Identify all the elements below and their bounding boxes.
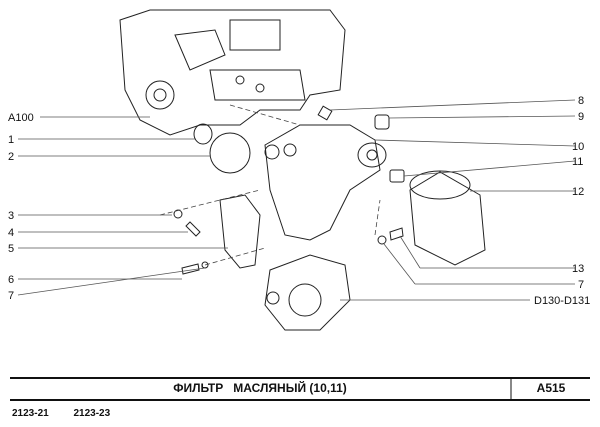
- plug-9: [374, 114, 390, 130]
- label-7-left: 7: [8, 290, 14, 302]
- label-6: 6: [8, 274, 14, 286]
- oil-filter-12: [409, 170, 486, 266]
- diagram-code: A515: [536, 381, 566, 395]
- label-2: 2: [8, 151, 14, 163]
- plug-8: [317, 105, 333, 121]
- label-5: 5: [8, 243, 14, 255]
- label-12: 12: [572, 186, 584, 198]
- washer-3: [173, 209, 183, 219]
- label-a100: A100: [8, 112, 34, 124]
- plate-5: [219, 194, 261, 269]
- label-9: 9: [578, 111, 584, 123]
- bolt-6: [181, 263, 200, 275]
- engine-block-drawing: [119, 9, 346, 136]
- label-13: 13: [572, 263, 584, 275]
- phantom-lines: [159, 104, 381, 266]
- fitting-11: [389, 169, 405, 183]
- label-8: 8: [578, 95, 584, 107]
- label-11: 11: [572, 156, 583, 168]
- label-3: 3: [8, 210, 14, 222]
- leader-lines: [17, 99, 576, 301]
- power-steering-pump-drawing: [264, 254, 351, 331]
- label-7-right: 7: [578, 279, 584, 291]
- filter-bracket-10: [264, 124, 381, 241]
- label-4: 4: [8, 227, 14, 239]
- label-d130-d131: D130-D131: [534, 295, 590, 307]
- model-codes: 2123-21 2123-23: [12, 408, 132, 419]
- bolt-4: [185, 221, 201, 237]
- bolt-13: [389, 227, 404, 241]
- washer-7b: [377, 235, 387, 245]
- model-code: 2123-21: [12, 408, 49, 419]
- seal-ring-1: [193, 123, 213, 145]
- o-ring-2: [209, 132, 251, 174]
- diagram-title: ФИЛЬТР МАСЛЯНЫЙ (10,11): [173, 381, 347, 395]
- label-1: 1: [8, 134, 14, 146]
- label-10: 10: [572, 141, 584, 153]
- model-code: 2123-23: [73, 408, 111, 419]
